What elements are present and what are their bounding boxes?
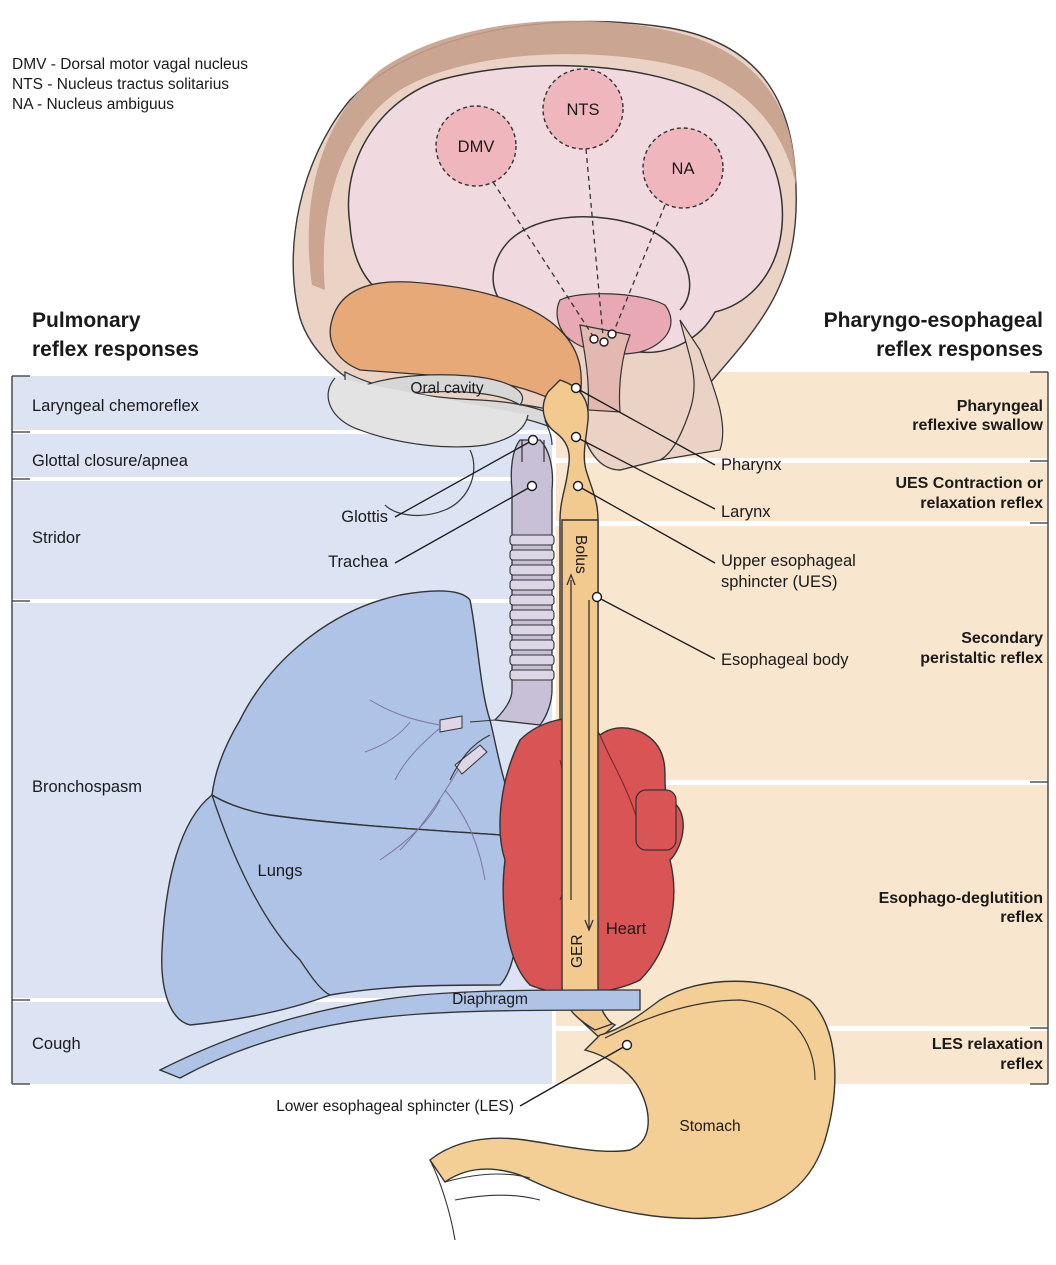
les-label: Lower esophageal sphincter (LES) [276,1098,514,1115]
response-esophago-line1: Esophago-deglutition [879,890,1043,907]
dmv-label: DMV [458,138,495,156]
pharyngo-title-line2: reflex responses [876,338,1043,361]
bolus-label: Bolus [572,535,589,574]
response-pharyngeal-line2: reflexive swallow [912,417,1043,434]
pharynx-marker [572,384,581,393]
esophageal-body-label: Esophageal body [721,651,849,669]
response-stridor: Stridor [32,529,81,547]
lungs-label: Lungs [258,862,303,880]
pulmonary-title-line2: reflex responses [32,338,199,361]
trachea-label: Trachea [328,553,389,571]
response-pharyngeal-line1: Pharyngeal [957,398,1043,415]
band-stridor [12,481,552,599]
larynx-marker [572,433,581,442]
key-nts: NTS - Nucleus tractus solitarius [12,76,229,93]
response-bronchospasm: Bronchospasm [32,778,142,796]
response-esophago-line2: reflex [1000,909,1043,926]
pulmonary-title-line1: Pulmonary [32,309,141,332]
ues-label-line1: Upper esophageal [721,552,856,570]
response-ues-line2: relaxation reflex [920,495,1043,512]
trachea-marker [528,482,537,491]
response-secondary-line1: Secondary [961,630,1043,647]
ger-label: GER [569,934,586,968]
response-laryngeal-chemoreflex: Laryngeal chemoreflex [32,397,200,415]
key-dmv: DMV - Dorsal motor vagal nucleus [12,56,248,73]
na-label: NA [672,160,695,178]
ues-label-line2: sphincter (UES) [721,573,837,591]
band-ues-reflex [556,463,1048,521]
pharynx-label: Pharynx [721,456,782,474]
glottis-label: Glottis [341,508,388,526]
diaphragm-label: Diaphragm [452,991,528,1008]
abbreviation-key: DMV - Dorsal motor vagal nucleus NTS - N… [12,56,248,113]
band-cough [12,1002,552,1084]
ues-marker [574,482,583,491]
les-marker [623,1041,632,1050]
pharyngo-title-line1: Pharyngo-esophageal [824,309,1043,332]
response-les-line1: LES relaxation [932,1036,1043,1053]
glottis-marker [529,436,538,445]
response-ues-line1: UES Contraction or [895,475,1043,492]
response-cough: Cough [32,1035,81,1053]
nts-label: NTS [567,101,600,119]
oral-cavity-label: Oral cavity [410,380,483,397]
response-glottal-closure: Glottal closure/apnea [32,452,189,470]
stomach-label: Stomach [679,1118,740,1135]
response-secondary-line2: peristaltic reflex [920,650,1043,667]
esophageal-body-marker [593,593,602,602]
response-les-line2: reflex [1000,1056,1043,1073]
larynx-label: Larynx [721,503,771,521]
heart-label: Heart [606,920,647,938]
key-na: NA - Nucleus ambiguus [12,96,174,113]
